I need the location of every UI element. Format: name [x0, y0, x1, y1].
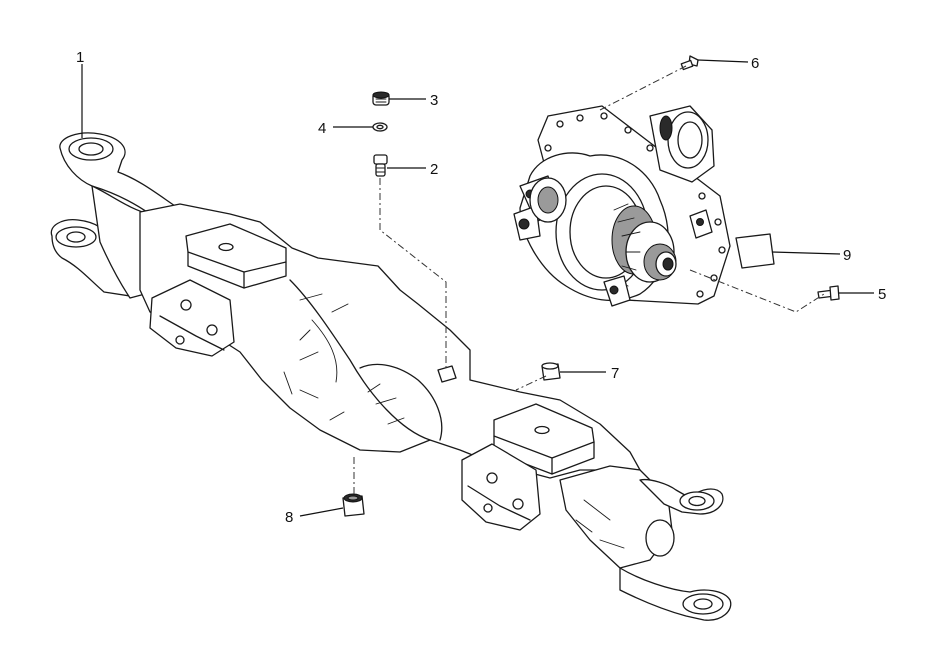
drain-plug-drawing [342, 493, 365, 517]
callout-2: 2 [430, 161, 438, 178]
assembly-lines [353, 65, 825, 494]
callout-6: 6 [751, 55, 759, 72]
carrier-label-plate [735, 233, 775, 269]
breather-fitting-drawing [373, 154, 388, 177]
callout-7: 7 [611, 365, 619, 382]
callout-5: 5 [878, 286, 886, 303]
callout-3: 3 [430, 92, 438, 109]
plug-drawing [541, 362, 561, 381]
callout-1: 1 [76, 49, 84, 66]
breather-cap-drawing [372, 91, 390, 106]
callout-8: 8 [285, 509, 293, 526]
callout-9: 9 [843, 247, 851, 264]
leader-lines [81, 59, 874, 517]
washer-drawing [372, 122, 388, 132]
axle-housing-drawing [50, 132, 732, 621]
differential-carrier-drawing [513, 105, 731, 307]
callout-4: 4 [318, 120, 326, 137]
bolt-lower-drawing [817, 285, 840, 301]
